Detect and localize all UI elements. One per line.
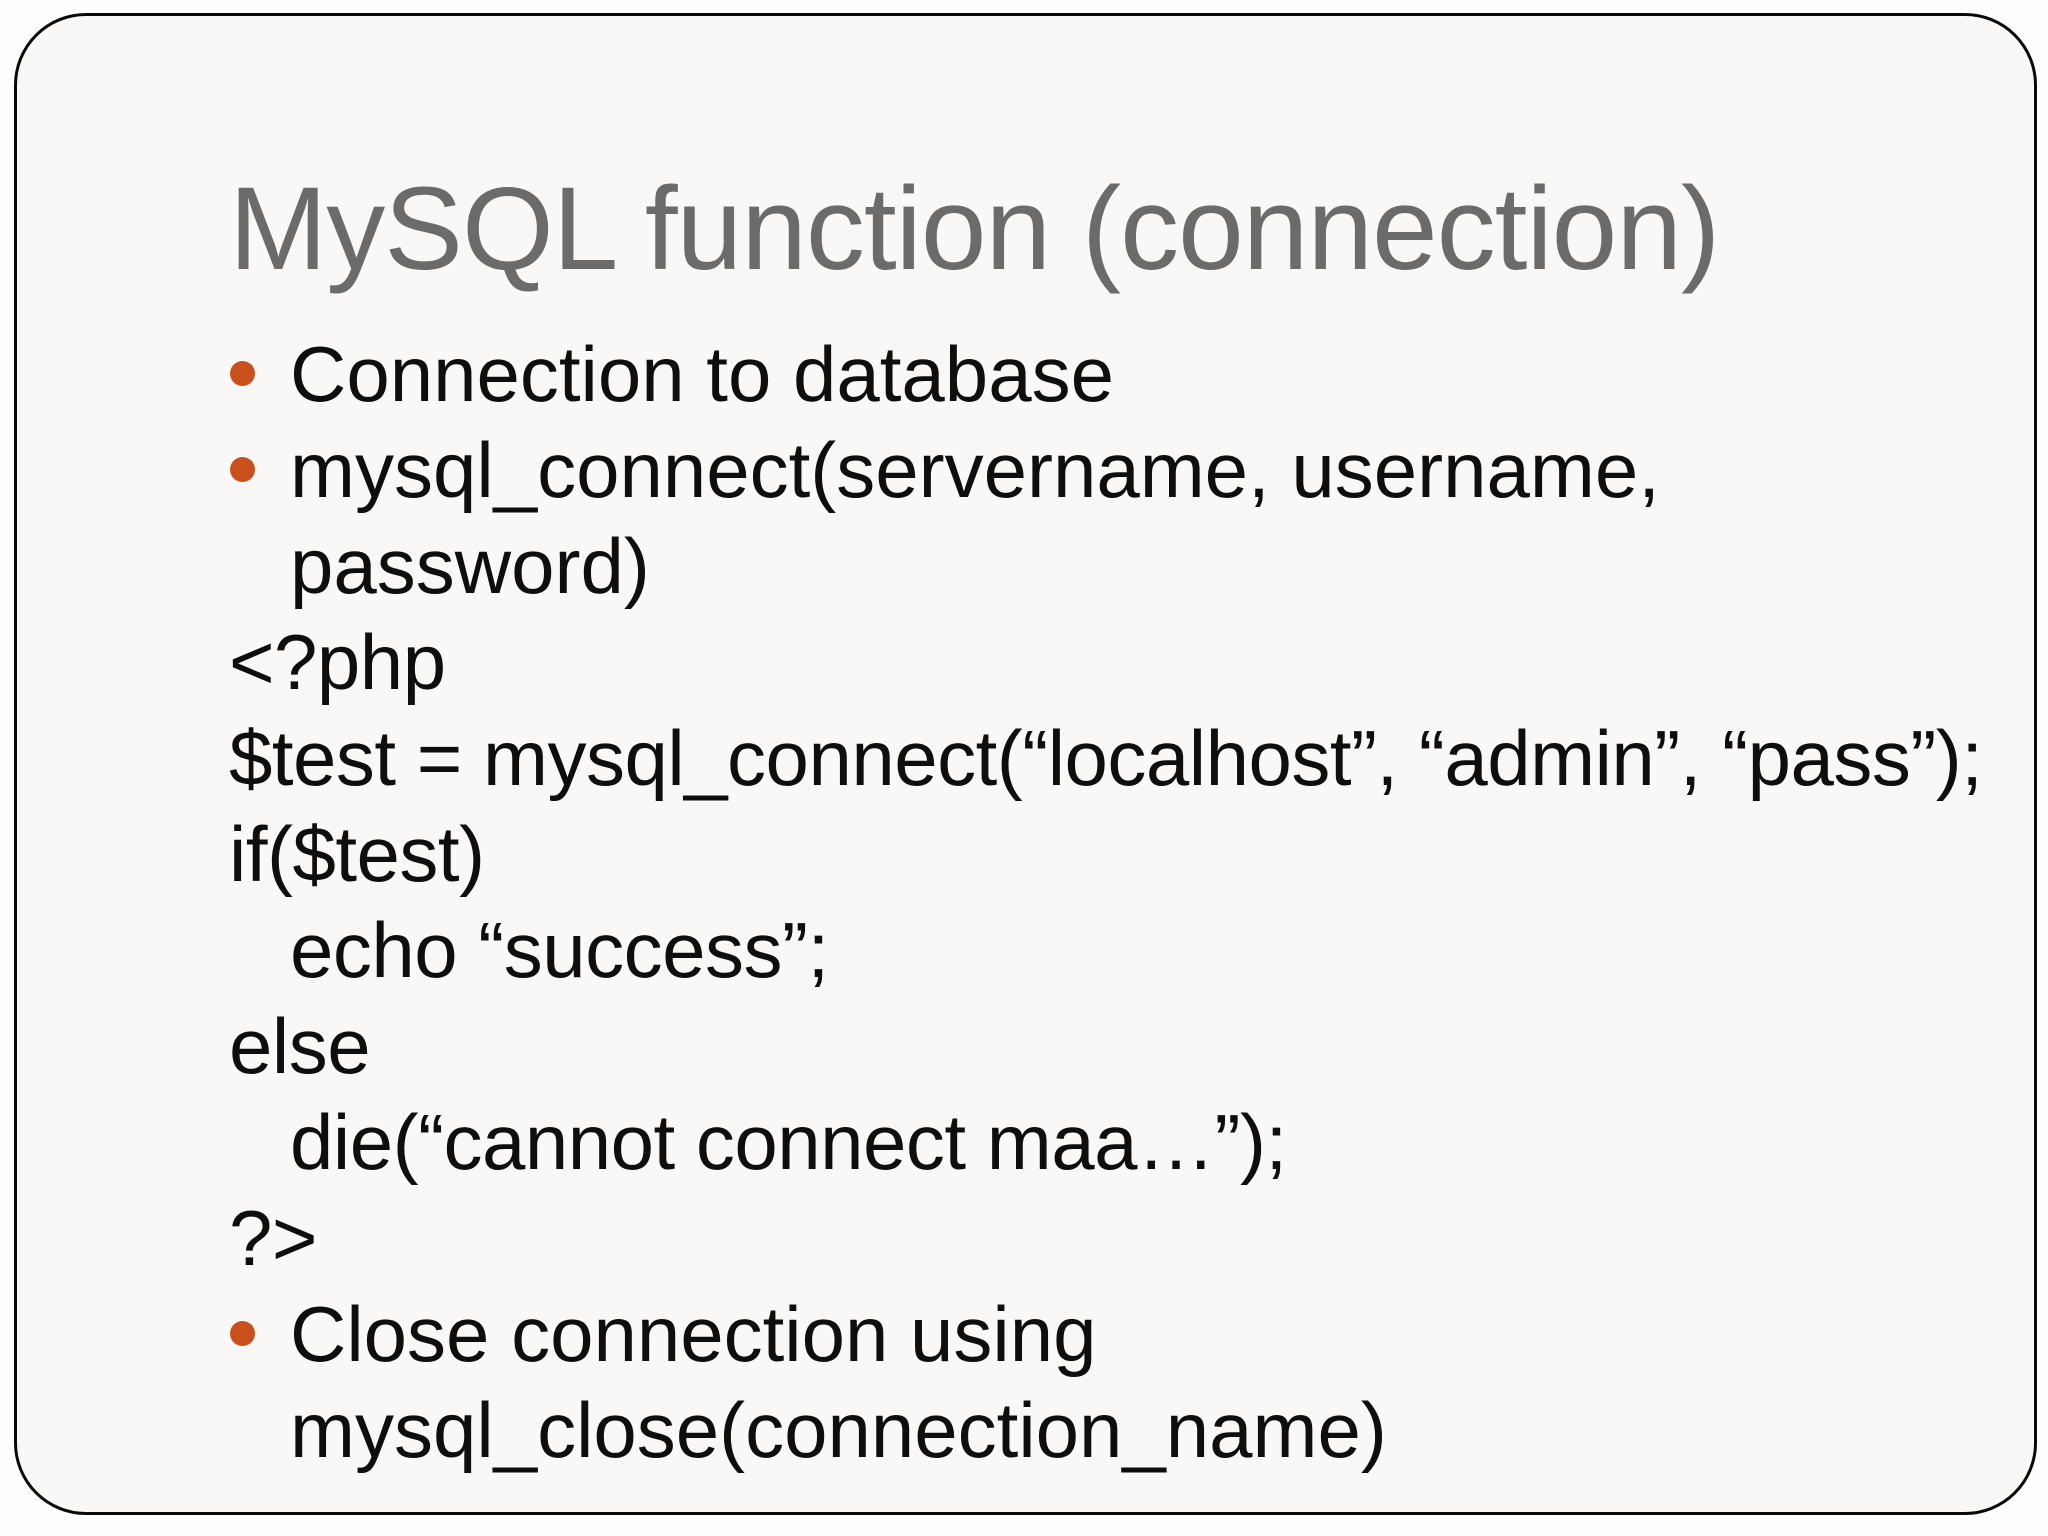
slide-content-area: MySQL function (connection) Connection t… (229, 163, 2004, 1478)
bullet-text: Connection to database (290, 326, 2004, 422)
bullet-marker-box (229, 326, 290, 422)
bullet-marker-box (229, 1286, 290, 1382)
bullet-text-line: Close connection using (290, 1290, 1097, 1378)
code-line: echo “success”; (290, 906, 829, 994)
slide-title: MySQL function (connection) (229, 163, 1720, 295)
code-line: $test = mysql_connect(“localhost”, “admi… (229, 714, 1983, 802)
code-line: else (229, 1002, 371, 1090)
bullet-text-line: mysql_close(connection_name) (290, 1386, 1387, 1474)
code-line: ?> (229, 1194, 317, 1282)
bullet-dot-icon (230, 457, 255, 482)
bullet-text: mysql_connect(servername, username,passw… (290, 422, 2004, 614)
code-line: if($test) (229, 810, 485, 898)
bullet-marker-box (229, 422, 290, 518)
slide-canvas: MySQL function (connection) Connection t… (14, 13, 2037, 1515)
bullet-item: Connection to database (229, 326, 2004, 422)
bullet-item: mysql_connect(servername, username,passw… (229, 422, 2004, 614)
code-line: <?php (229, 618, 446, 706)
code-line: die(“cannot connect maa…”); (290, 1098, 1287, 1186)
bullet-dot-icon (230, 1321, 255, 1346)
bullet-text-line: password) (290, 522, 650, 610)
bullet-dot-icon (230, 361, 255, 386)
bullet-text-line: mysql_connect(servername, username, (290, 426, 1660, 514)
bullet-text-line: Connection to database (290, 330, 1114, 418)
